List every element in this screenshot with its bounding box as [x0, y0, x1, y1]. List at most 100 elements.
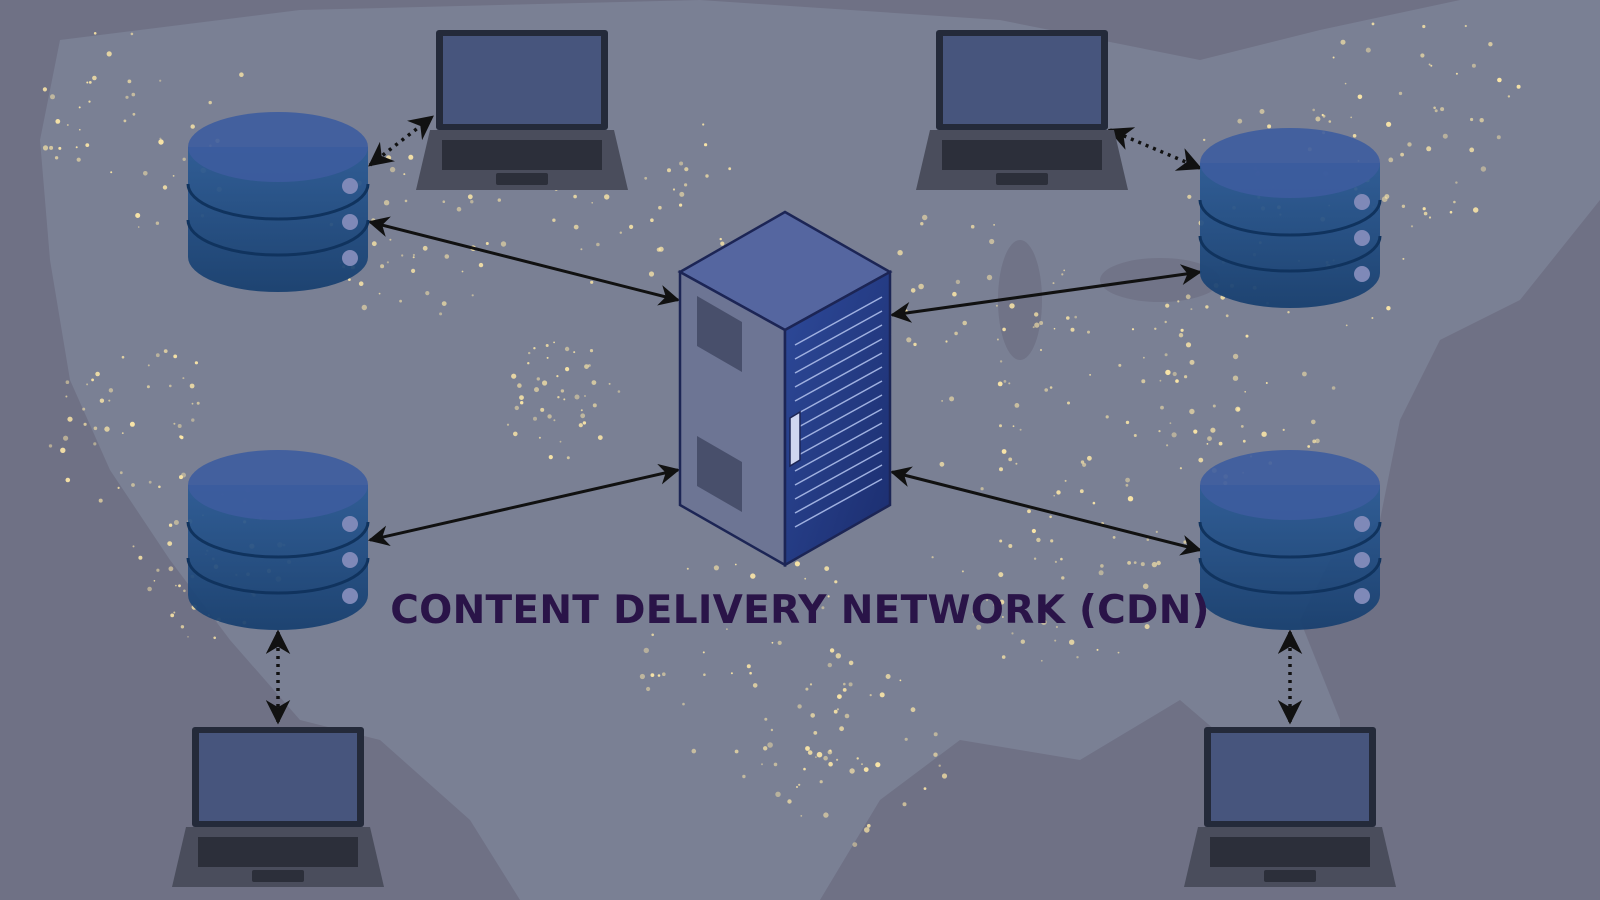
- city-light-dot: [1144, 624, 1150, 630]
- city-light-dot: [1267, 124, 1272, 129]
- rack-slot: [794, 436, 883, 486]
- city-light-dot: [1070, 327, 1075, 332]
- city-light-dot: [82, 407, 86, 411]
- city-light-dot: [1259, 109, 1265, 114]
- city-light-dot: [902, 802, 907, 807]
- link-server-db-top-right: [889, 264, 1203, 323]
- city-light-dot: [1142, 583, 1149, 590]
- city-light-dot: [1469, 147, 1475, 153]
- city-light-dot: [1471, 63, 1476, 68]
- city-light-dot: [1282, 428, 1285, 431]
- city-light-dot: [534, 387, 539, 393]
- city-light-dot: [651, 633, 654, 637]
- city-light-dot: [1242, 439, 1246, 443]
- city-light-dot: [803, 767, 806, 771]
- city-light-dot: [686, 567, 689, 570]
- city-light-dot: [1516, 84, 1521, 89]
- city-light-dot: [813, 731, 818, 735]
- city-light-dot: [996, 338, 999, 341]
- city-light-dot: [65, 380, 70, 385]
- city-light-dot: [130, 32, 134, 36]
- city-light-dot: [1480, 166, 1487, 172]
- city-light-dot: [542, 380, 548, 386]
- database-icon: [1198, 450, 1382, 630]
- city-light-dot: [1175, 379, 1179, 383]
- city-light-dot: [169, 384, 172, 388]
- city-light-dot: [1032, 326, 1035, 329]
- link-server-db-bottom-left: [367, 463, 681, 547]
- city-light-dot: [403, 173, 406, 176]
- rack-slot: [794, 366, 883, 416]
- city-light-dot: [1473, 207, 1479, 213]
- city-light-dot: [179, 475, 183, 480]
- city-light-dot: [798, 783, 801, 786]
- diagram-title: CONTENT DELIVERY NETWORK (CDN): [390, 588, 1210, 633]
- city-light-dot: [147, 586, 152, 592]
- city-light-dot: [608, 382, 611, 385]
- city-light-dot: [121, 355, 125, 359]
- city-light-dot: [1449, 210, 1453, 214]
- rack-slot: [794, 338, 883, 388]
- rack-slot: [794, 478, 883, 528]
- city-light-dot: [65, 395, 68, 398]
- city-light-dot: [1371, 317, 1374, 319]
- city-light-dot: [506, 423, 510, 426]
- city-light-dot: [187, 636, 189, 638]
- city-light-dot: [938, 764, 941, 767]
- city-light-dot: [1160, 405, 1164, 410]
- city-light-dot: [93, 442, 97, 446]
- rack-slot: [794, 464, 883, 514]
- rack-slot: [794, 324, 883, 374]
- rack-slot: [794, 450, 883, 500]
- city-light-dot: [1388, 157, 1394, 163]
- city-light-dot: [83, 422, 87, 426]
- city-light-dot: [639, 673, 646, 680]
- city-light-dot: [1240, 425, 1244, 428]
- city-light-dot: [76, 157, 81, 162]
- city-light-dot: [533, 347, 536, 350]
- city-light-dot: [1244, 391, 1246, 393]
- city-light-dot: [864, 827, 870, 833]
- city-light-dot: [143, 171, 148, 176]
- city-light-dot: [972, 612, 976, 616]
- city-light-dot: [1172, 371, 1177, 377]
- city-light-dot: [1455, 72, 1458, 75]
- city-light-dot: [86, 81, 89, 84]
- city-light-dot: [582, 421, 587, 425]
- city-light-dot: [844, 713, 850, 719]
- city-light-dot: [546, 356, 549, 359]
- city-light-dot: [58, 146, 62, 150]
- city-light-dot: [1158, 430, 1161, 433]
- city-light-dot: [749, 671, 752, 675]
- city-light-dot: [1049, 386, 1053, 389]
- city-light-dot: [1053, 327, 1056, 330]
- city-light-dot: [78, 106, 81, 109]
- link-server-db-top-left: [367, 216, 681, 306]
- city-light-dot: [1386, 306, 1391, 311]
- city-light-dot: [163, 349, 168, 353]
- city-light-dot: [910, 707, 916, 713]
- city-light-dot: [1352, 134, 1357, 138]
- city-light-dot: [1189, 359, 1195, 365]
- city-light-dot: [580, 413, 586, 419]
- city-light-dot: [159, 137, 162, 140]
- city-light-dot: [194, 361, 198, 365]
- city-light-dot: [1430, 64, 1433, 67]
- city-light-dot: [1165, 369, 1171, 376]
- city-light-dot: [742, 774, 746, 779]
- city-light-dot: [993, 224, 995, 226]
- city-light-dot: [183, 589, 186, 593]
- city-light-dot: [42, 145, 49, 151]
- rack-slot: [794, 380, 883, 430]
- city-light-dot: [863, 767, 869, 772]
- city-light-dot: [1507, 95, 1511, 98]
- link-db-laptop-top-left: [368, 115, 434, 167]
- city-light-dot: [1442, 133, 1448, 139]
- city-light-dot: [1001, 449, 1007, 454]
- city-light-dot: [1420, 53, 1425, 58]
- city-light-dot: [1398, 91, 1403, 96]
- city-light-dot: [852, 842, 858, 847]
- city-light-dot: [1008, 457, 1013, 462]
- city-light-dot: [985, 598, 989, 602]
